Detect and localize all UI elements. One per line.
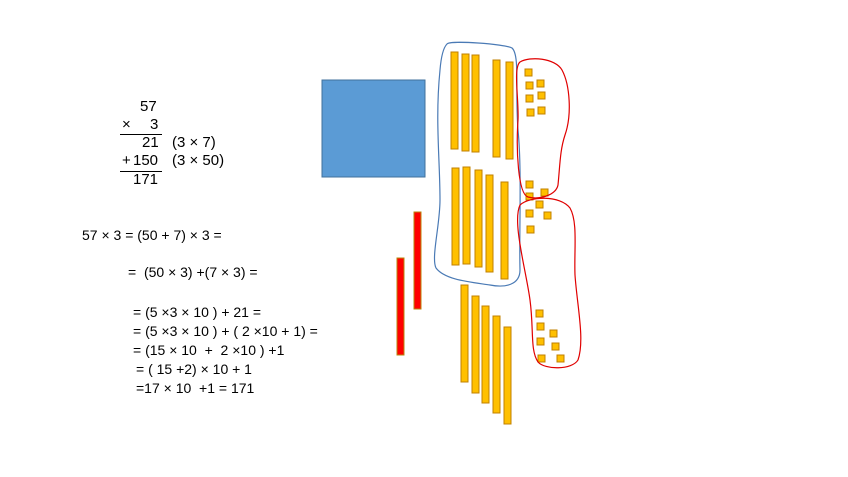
- unit-cube: [526, 181, 533, 188]
- unit-cube: [526, 210, 533, 217]
- ten-rod: [463, 167, 470, 264]
- unit-cube: [527, 226, 534, 233]
- unit-cube: [538, 107, 545, 114]
- ten-rod: [486, 175, 493, 272]
- ten-rods-middle-row: [452, 167, 508, 279]
- ten-rod: [451, 52, 458, 149]
- ten-rod: [472, 55, 479, 152]
- hundred-square: [322, 80, 425, 177]
- unit-cube: [537, 80, 544, 87]
- unit-cube: [536, 201, 543, 208]
- ten-rod: [452, 168, 459, 265]
- unit-cubes-group-3: [536, 310, 564, 362]
- ten-rod: [493, 60, 500, 157]
- ten-rod: [504, 327, 511, 424]
- ten-rod: [462, 54, 469, 151]
- unit-cube: [525, 69, 532, 76]
- unit-cube: [537, 323, 544, 330]
- ten-rod: [461, 285, 468, 382]
- unit-cube: [538, 92, 545, 99]
- unit-cubes-group-1: [525, 69, 545, 116]
- red-rod: [414, 212, 421, 309]
- ten-rods-loose: [461, 285, 511, 424]
- ten-rod: [475, 170, 482, 267]
- unit-cube: [550, 330, 557, 337]
- unit-cubes-group-2: [526, 181, 551, 233]
- ten-rod: [472, 296, 479, 393]
- unit-cube: [552, 343, 559, 350]
- unit-cube: [537, 338, 544, 345]
- unit-cube: [536, 310, 543, 317]
- ten-rod: [482, 306, 489, 403]
- ten-rod: [493, 316, 500, 413]
- ten-rod: [506, 62, 513, 159]
- unit-cube: [526, 95, 533, 102]
- ten-rods-top-row: [451, 52, 513, 159]
- unit-cube: [527, 109, 534, 116]
- unit-cube: [526, 82, 533, 89]
- unit-cube: [557, 355, 564, 362]
- unit-cube: [544, 212, 551, 219]
- red-rod: [397, 258, 404, 355]
- unit-cube: [538, 355, 545, 362]
- ten-rod: [501, 182, 508, 279]
- red-circle-outline-bottom: [518, 198, 581, 368]
- unit-cube: [541, 189, 548, 196]
